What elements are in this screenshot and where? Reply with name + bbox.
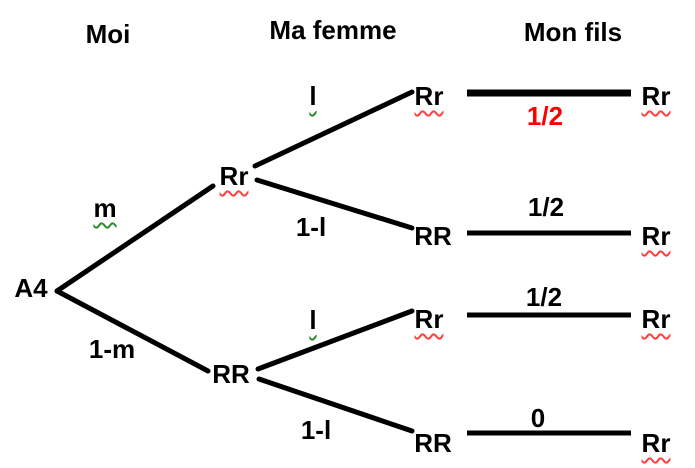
node-root-a4: A4 — [14, 273, 48, 303]
edge-root-to-rr — [54, 183, 216, 294]
node-wife-genotype-row3: Rr — [414, 304, 444, 334]
branch-label-l-bottom: l — [309, 305, 317, 335]
edge-rr2-to-wife4 — [256, 376, 415, 434]
edge-rr2-to-wife3 — [255, 308, 415, 372]
probability-son-row4: 0 — [530, 403, 546, 433]
edge-rr-to-wife1 — [252, 89, 415, 169]
node-wife-genotype-row4: RR — [414, 428, 452, 458]
edge-root-to-rr2 — [54, 288, 211, 374]
header-moi: Moi — [85, 19, 131, 49]
node-wife-genotype-row1: Rr — [414, 81, 444, 111]
probability-son-row1: 1/2 — [526, 101, 564, 131]
node-son-genotype-row3: Rr — [641, 304, 671, 334]
probability-son-row3: 1/2 — [525, 282, 563, 312]
node-my-genotype-rr2: RR — [212, 359, 250, 389]
branch-label-m: m — [93, 193, 117, 223]
header-mon-fils: Mon fils — [523, 17, 623, 47]
header-ma-femme: Ma femme — [269, 15, 397, 45]
node-my-genotype-rr: Rr — [219, 161, 249, 191]
branch-label-1-m: 1-m — [88, 334, 136, 364]
branch-label-1-l-bottom: 1-l — [300, 415, 332, 445]
node-son-genotype-row4: Rr — [641, 428, 671, 458]
node-son-genotype-row1: Rr — [641, 81, 671, 111]
edge-rr-to-wife2 — [254, 177, 415, 231]
probability-son-row2: 1/2 — [527, 192, 565, 222]
node-son-genotype-row2: Rr — [641, 221, 671, 251]
branch-label-l-top: l — [309, 81, 317, 111]
node-wife-genotype-row2: RR — [414, 221, 452, 251]
branch-label-1-l-top: 1-l — [295, 212, 327, 242]
